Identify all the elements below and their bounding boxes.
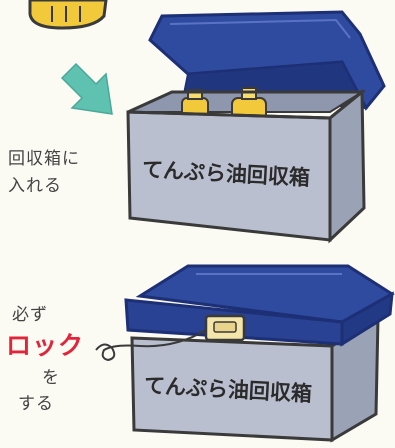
caption-lower-line2: を	[42, 368, 59, 388]
oil-bottle-icon	[28, 0, 108, 30]
collection-box-closed	[124, 264, 395, 443]
caption-lower-line3: する	[18, 394, 54, 414]
down-right-arrow-icon	[60, 62, 113, 115]
caption-upper-line1: 回収箱に	[8, 149, 80, 169]
caption-upper-line2: 入れる	[8, 176, 62, 196]
latch-lock	[204, 314, 246, 342]
collection-box-open	[126, 10, 386, 244]
caption-lower-line1: 必ず	[12, 305, 48, 325]
caption-lower-lock-word: ロック	[6, 331, 85, 360]
pointer-line	[95, 329, 207, 362]
caption-upper: 回収箱に 入れる	[8, 146, 116, 200]
